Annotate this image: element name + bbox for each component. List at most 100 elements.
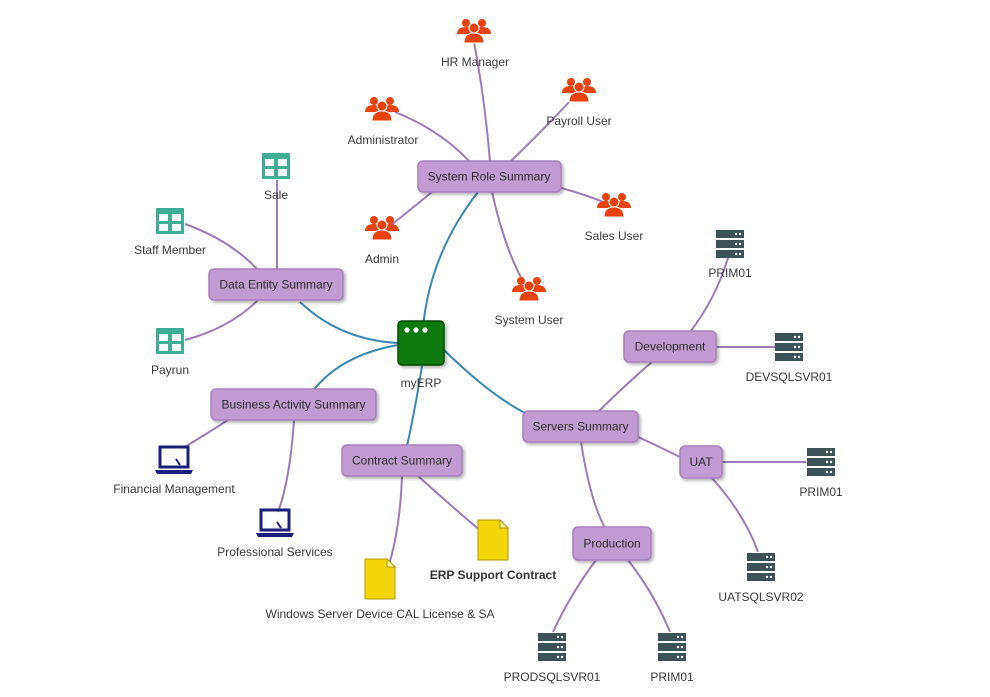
svg-text:PRODSQLSVR01: PRODSQLSVR01 [504, 670, 601, 684]
role-system-user[interactable]: System User [495, 276, 564, 327]
node-development[interactable]: Development [623, 330, 717, 363]
document-icon [364, 558, 396, 600]
svg-text:Sale: Sale [264, 188, 288, 202]
svg-text:PRIM01: PRIM01 [799, 485, 843, 499]
activity-financial-management[interactable]: Financial Management [113, 445, 235, 496]
svg-text:Contract Summary: Contract Summary [352, 454, 452, 468]
svg-text:Payrun: Payrun [151, 363, 189, 377]
server-icon [658, 633, 686, 661]
server-icon [775, 333, 803, 361]
svg-text:Financial Management: Financial Management [113, 482, 235, 496]
svg-text:HR Manager: HR Manager [441, 55, 509, 69]
table-icon [156, 328, 184, 354]
edge-role-system-user [491, 191, 526, 286]
entity-payrun[interactable]: Payrun [151, 328, 189, 377]
svg-text:Payroll User: Payroll User [546, 114, 611, 128]
root-label: myERP [401, 376, 442, 390]
svg-text:Data Entity Summary: Data Entity Summary [219, 278, 332, 292]
table-icon [156, 208, 184, 234]
document-icon [477, 519, 509, 561]
node-servers-summary[interactable]: Servers Summary [522, 410, 639, 443]
svg-text:Production: Production [583, 537, 640, 551]
edge-role-hr-manager [473, 41, 491, 163]
server-devsqlsvr01[interactable]: DEVSQLSVR01 [746, 333, 833, 384]
svg-text:UAT: UAT [689, 455, 713, 469]
server-icon [538, 633, 566, 661]
edge-root-data-entity [299, 301, 399, 344]
server-icon [716, 230, 744, 258]
node-uat[interactable]: UAT [679, 445, 723, 479]
contract-windows-cal[interactable]: Windows Server Device CAL License & SA [266, 558, 495, 621]
svg-text:PRIM01: PRIM01 [650, 670, 694, 684]
edges [182, 41, 806, 633]
edge-root-contract [406, 365, 423, 447]
svg-text:System Role Summary: System Role Summary [428, 170, 551, 184]
edge-servers-production [580, 441, 606, 529]
edge-servers-uat [635, 435, 683, 459]
edge-entity-payrun [184, 299, 259, 341]
svg-text:Sales User: Sales User [585, 229, 644, 243]
edge-role-administrator [394, 111, 471, 163]
server-prodsqlsvr01[interactable]: PRODSQLSVR01 [504, 633, 601, 684]
edge-activity-financial [182, 419, 229, 449]
table-icon [262, 153, 290, 179]
edge-prod-prim01 [627, 559, 671, 633]
node-system-role-summary[interactable]: System Role Summary [417, 160, 562, 193]
edge-dev-prim01 [689, 257, 729, 333]
svg-text:UATSQLSVR02: UATSQLSVR02 [718, 590, 803, 604]
edge-servers-development [597, 361, 653, 413]
edge-entity-staff [184, 223, 259, 271]
role-administrator[interactable]: Administrator [348, 96, 419, 147]
svg-text:Development: Development [635, 340, 706, 354]
node-data-entity-summary[interactable]: Data Entity Summary [208, 268, 344, 301]
users-icon [596, 192, 632, 218]
svg-text:PRIM01: PRIM01 [708, 266, 752, 280]
svg-text:Business Activity Summary: Business Activity Summary [221, 398, 365, 412]
node-production[interactable]: Production [572, 526, 652, 561]
svg-text:Servers Summary: Servers Summary [532, 420, 628, 434]
users-icon [456, 18, 492, 44]
role-hr-manager[interactable]: HR Manager [441, 18, 509, 69]
activity-professional-services[interactable]: Professional Services [217, 508, 333, 559]
application-window-icon [397, 320, 445, 366]
role-sales-user[interactable]: Sales User [585, 192, 644, 243]
server-dev-prim01[interactable]: PRIM01 [708, 230, 752, 280]
svg-text:ERP Support Contract: ERP Support Contract [430, 568, 556, 582]
server-icon [747, 553, 775, 581]
server-icon [807, 448, 835, 476]
edge-root-servers [443, 349, 526, 414]
svg-text:Professional Services: Professional Services [217, 545, 332, 559]
edge-contract-windows [387, 475, 403, 569]
server-prod-prim01[interactable]: PRIM01 [650, 633, 694, 684]
entity-staff-member[interactable]: Staff Member [134, 208, 206, 257]
node-contract-summary[interactable]: Contract Summary [341, 444, 463, 477]
svg-text:System User: System User [495, 313, 564, 327]
root-node[interactable]: myERP [397, 320, 445, 390]
edge-role-sales [557, 186, 609, 205]
contract-erp-support[interactable]: ERP Support Contract [430, 519, 556, 582]
role-admin[interactable]: Admin [364, 215, 400, 266]
laptop-icon [153, 445, 195, 476]
entity-sale[interactable]: Sale [262, 153, 290, 202]
edge-root-business-activity [311, 344, 399, 393]
users-icon [511, 276, 547, 302]
edge-role-admin [389, 191, 433, 227]
svg-text:Administrator: Administrator [348, 133, 419, 147]
edge-role-payroll [509, 98, 573, 163]
server-uat-prim01[interactable]: PRIM01 [799, 448, 843, 499]
role-payroll-user[interactable]: Payroll User [546, 77, 612, 128]
edge-prod-prodsqlsvr01 [552, 559, 597, 633]
users-icon [561, 77, 597, 103]
users-icon [364, 215, 400, 241]
svg-text:DEVSQLSVR01: DEVSQLSVR01 [746, 370, 833, 384]
users-icon [364, 96, 400, 122]
svg-text:Windows Server Device CAL Lice: Windows Server Device CAL License & SA [266, 607, 495, 621]
svg-text:Admin: Admin [365, 252, 399, 266]
svg-text:Staff Member: Staff Member [134, 243, 206, 257]
node-business-activity-summary[interactable]: Business Activity Summary [210, 388, 377, 421]
server-uatsqlsvr02[interactable]: UATSQLSVR02 [718, 553, 804, 604]
laptop-icon [254, 508, 296, 539]
edge-activity-professional [277, 419, 295, 513]
edge-contract-erp [417, 475, 483, 533]
